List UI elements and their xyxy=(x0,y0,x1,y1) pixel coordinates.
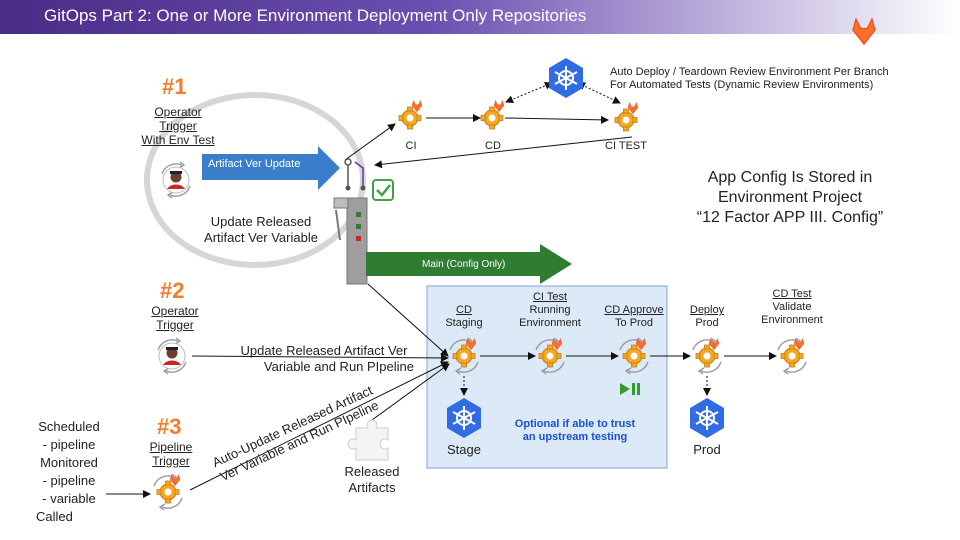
cd-approve-title: CD Approve xyxy=(604,304,664,316)
cd-test-title: CD Test xyxy=(772,288,812,300)
cd-test-sub1: Validate xyxy=(772,301,812,313)
cd-test-label: CD Test Validate Environment xyxy=(752,288,832,327)
deploy-prod-title: Deploy xyxy=(689,304,725,316)
ci-test-running-label: CI Test Running Environment xyxy=(512,291,588,330)
operator1-label: Operator Trigger With Env Test xyxy=(138,105,218,147)
scheduled-l2: - pipeline xyxy=(42,437,96,452)
operator2-avatar xyxy=(157,337,187,375)
update-released-label: Update Released Artifact Ver Variable xyxy=(196,214,326,246)
top-pipeline-arrows xyxy=(344,81,633,169)
kubernetes-review-icon xyxy=(548,57,584,99)
scheduled-l1: Scheduled xyxy=(38,419,100,434)
operator3-label: Pipeline Trigger xyxy=(138,440,204,468)
operator3-number: #3 xyxy=(157,414,182,439)
scheduled-l5: - variable xyxy=(42,491,96,506)
operator1-number: #1 xyxy=(162,74,187,99)
operator2-label: Operator Trigger xyxy=(140,304,210,332)
play-pause-icon[interactable] xyxy=(620,383,640,395)
released-artifacts-line2: Artifacts xyxy=(348,480,396,495)
title-bar: GitOps Part 2: One or More Environment D… xyxy=(0,0,960,34)
deploy-prod-gear-icon xyxy=(692,337,722,375)
update-released-line1: Update Released xyxy=(210,214,312,229)
ci-gear-icon xyxy=(398,100,423,130)
operator2-line1: Operator xyxy=(151,304,199,318)
operator1-avatar xyxy=(161,161,191,199)
kubernetes-prod-icon xyxy=(689,397,725,439)
app-config-line3: “12 Factor APP III. Config” xyxy=(696,209,884,226)
gitlab-logo-icon xyxy=(852,18,876,45)
staging-environment-box xyxy=(426,285,668,469)
operator2-number: #2 xyxy=(160,278,185,303)
optional-note-line2: an upstream testing xyxy=(522,431,628,443)
scheduled-l6: Called xyxy=(36,509,73,524)
cd-staging-sub: Staging xyxy=(445,317,483,329)
cd-test-gear-icon xyxy=(777,337,807,375)
trigger-arrows xyxy=(106,283,450,498)
operator1-line1: Operator xyxy=(154,105,202,119)
operator2-line2: Trigger xyxy=(156,318,194,332)
cd-staging-label: CD Staging xyxy=(436,304,492,330)
cd-staging-title: CD xyxy=(456,304,472,316)
auto-deploy-line2: For Automated Tests (Dynamic Review Envi… xyxy=(610,79,874,91)
optional-note-line1: Optional if able to trust xyxy=(514,418,636,430)
bottom-pipeline-arrows xyxy=(460,352,777,396)
released-artifacts-line1: Released xyxy=(344,464,400,479)
main-config-arrow xyxy=(366,244,572,284)
scheduled-list: Scheduled - pipeline Monitored - pipelin… xyxy=(36,418,102,526)
scheduled-l4: - pipeline xyxy=(42,473,96,488)
operator2-arrow-label: Update Released Artifact Ver Variable an… xyxy=(234,343,414,375)
pipeline-trigger-gear-icon xyxy=(153,473,183,511)
merge-icon xyxy=(344,158,366,191)
scheduled-l3: Monitored xyxy=(40,455,98,470)
operator2-arrow-line1: Update Released Artifact Ver xyxy=(240,343,408,358)
ci-test-running-sub1: Running xyxy=(529,304,571,316)
page-title: GitOps Part 2: One or More Environment D… xyxy=(44,6,587,25)
artifact-ver-update-arrow xyxy=(202,146,340,190)
operator3-line1: Pipeline xyxy=(149,440,193,454)
auto-deploy-line1: Auto Deploy / Teardown Review Environmen… xyxy=(610,66,889,78)
released-artifacts-label: Released Artifacts xyxy=(336,464,408,496)
cd-test-sub2: Environment xyxy=(761,314,823,326)
cd-approve-label: CD Approve To Prod xyxy=(596,304,672,330)
approved-check-icon xyxy=(372,179,394,201)
app-config-text: App Config Is Stored in Environment Proj… xyxy=(680,168,900,228)
artifact-arrow-label: Artifact Ver Update xyxy=(208,158,301,170)
stage-label: Stage xyxy=(447,442,481,457)
gate-icon xyxy=(333,197,368,285)
auto-deploy-label: Auto Deploy / Teardown Review Environmen… xyxy=(610,66,889,92)
main-arrow-label: Main (Config Only) xyxy=(422,259,506,270)
app-config-line1: App Config Is Stored in xyxy=(707,169,873,186)
cd-label: CD xyxy=(485,140,501,152)
optional-note: Optional if able to trust an upstream te… xyxy=(505,418,645,444)
update-released-line2: Artifact Ver Variable xyxy=(204,230,318,245)
operator1-line2: Trigger xyxy=(159,119,197,133)
ci-test-running-title: CI Test xyxy=(532,291,568,303)
puzzle-icon xyxy=(347,419,389,461)
ci-label: CI xyxy=(405,140,417,152)
ci-test-label: CI TEST xyxy=(605,140,647,152)
ci-test-running-sub2: Environment xyxy=(519,317,581,329)
cd-approve-sub: To Prod xyxy=(615,317,653,329)
deploy-prod-label: Deploy Prod xyxy=(682,304,732,330)
operator3-line2: Trigger xyxy=(152,454,190,468)
app-config-line2: Environment Project xyxy=(717,189,863,206)
ci-test-gear-icon xyxy=(614,102,639,132)
prod-label: Prod xyxy=(693,442,721,457)
cd-gear-icon xyxy=(480,100,505,130)
deploy-prod-sub: Prod xyxy=(695,317,719,329)
operator2-arrow-line2: Variable and Run PIpeline xyxy=(263,359,414,374)
operator1-line3: With Env Test xyxy=(141,133,215,147)
